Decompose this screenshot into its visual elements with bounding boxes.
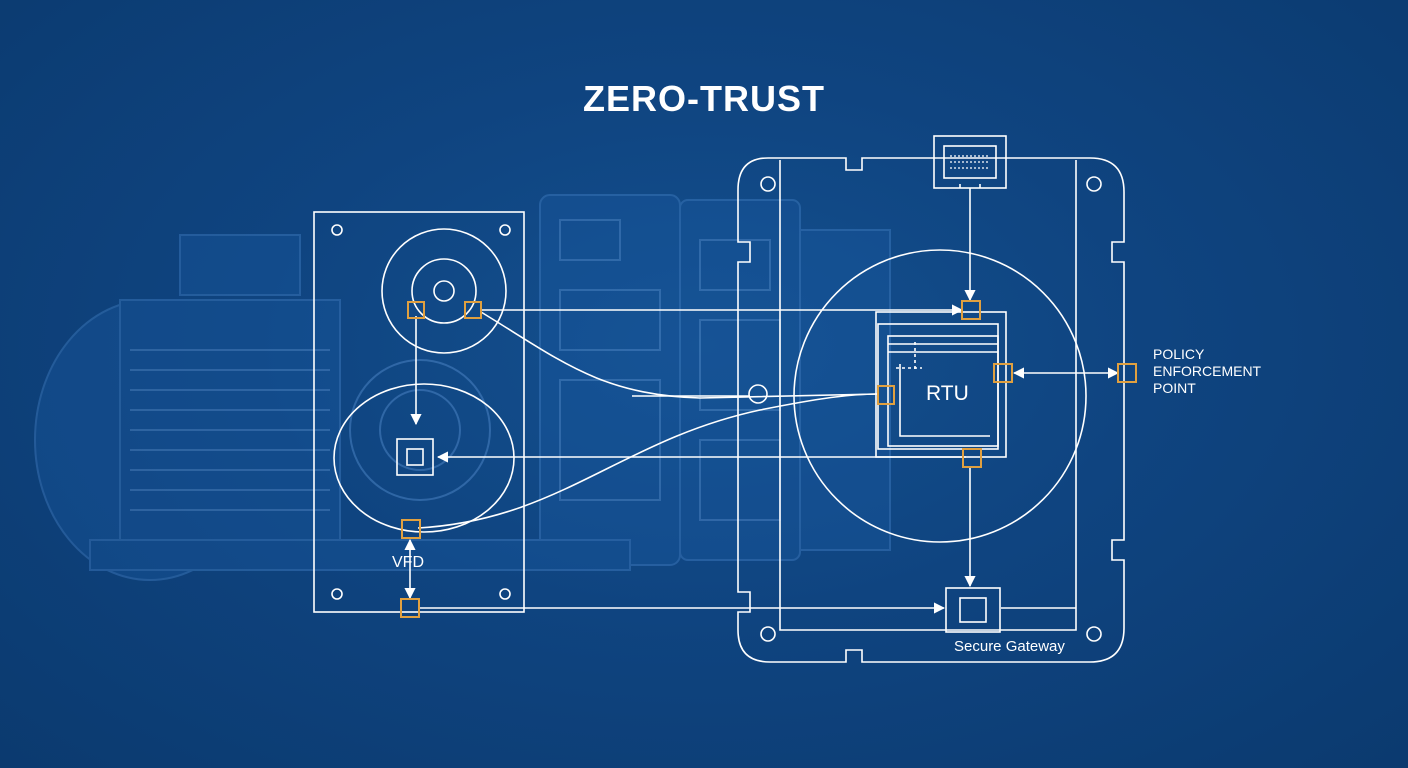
node-rtu-right xyxy=(993,363,1013,383)
vfd-panel xyxy=(313,211,525,613)
pep-line-3: POINT xyxy=(1153,380,1196,396)
junction-node xyxy=(748,384,768,404)
pep-line-1: POLICY xyxy=(1153,346,1205,362)
node-rtu-left xyxy=(877,385,895,405)
node-motor-left xyxy=(407,301,425,319)
diagram-title: ZERO-TRUST xyxy=(583,78,825,119)
node-rtu-top xyxy=(961,300,981,320)
gateway-device-icon xyxy=(945,587,1001,633)
connector-chip-icon xyxy=(933,135,1007,189)
connections xyxy=(404,188,1120,614)
policy-enforcement-point-label: POLICY ENFORCEMENT POINT xyxy=(1153,346,1261,397)
node-pep xyxy=(1117,363,1137,383)
rtu-label: RTU xyxy=(926,382,969,405)
node-motor-right xyxy=(464,301,482,319)
node-vfd-top xyxy=(401,519,421,539)
pep-line-2: ENFORCEMENT xyxy=(1153,363,1262,379)
link-curve-lower xyxy=(417,393,879,529)
node-vfd-bottom xyxy=(400,598,420,618)
secure-gateway-label: Secure Gateway xyxy=(954,638,1065,655)
connector-nodes xyxy=(400,300,1137,618)
node-rtu-bottom xyxy=(962,448,982,468)
motor-background xyxy=(34,194,891,581)
vfd-label: VFD xyxy=(392,554,424,571)
